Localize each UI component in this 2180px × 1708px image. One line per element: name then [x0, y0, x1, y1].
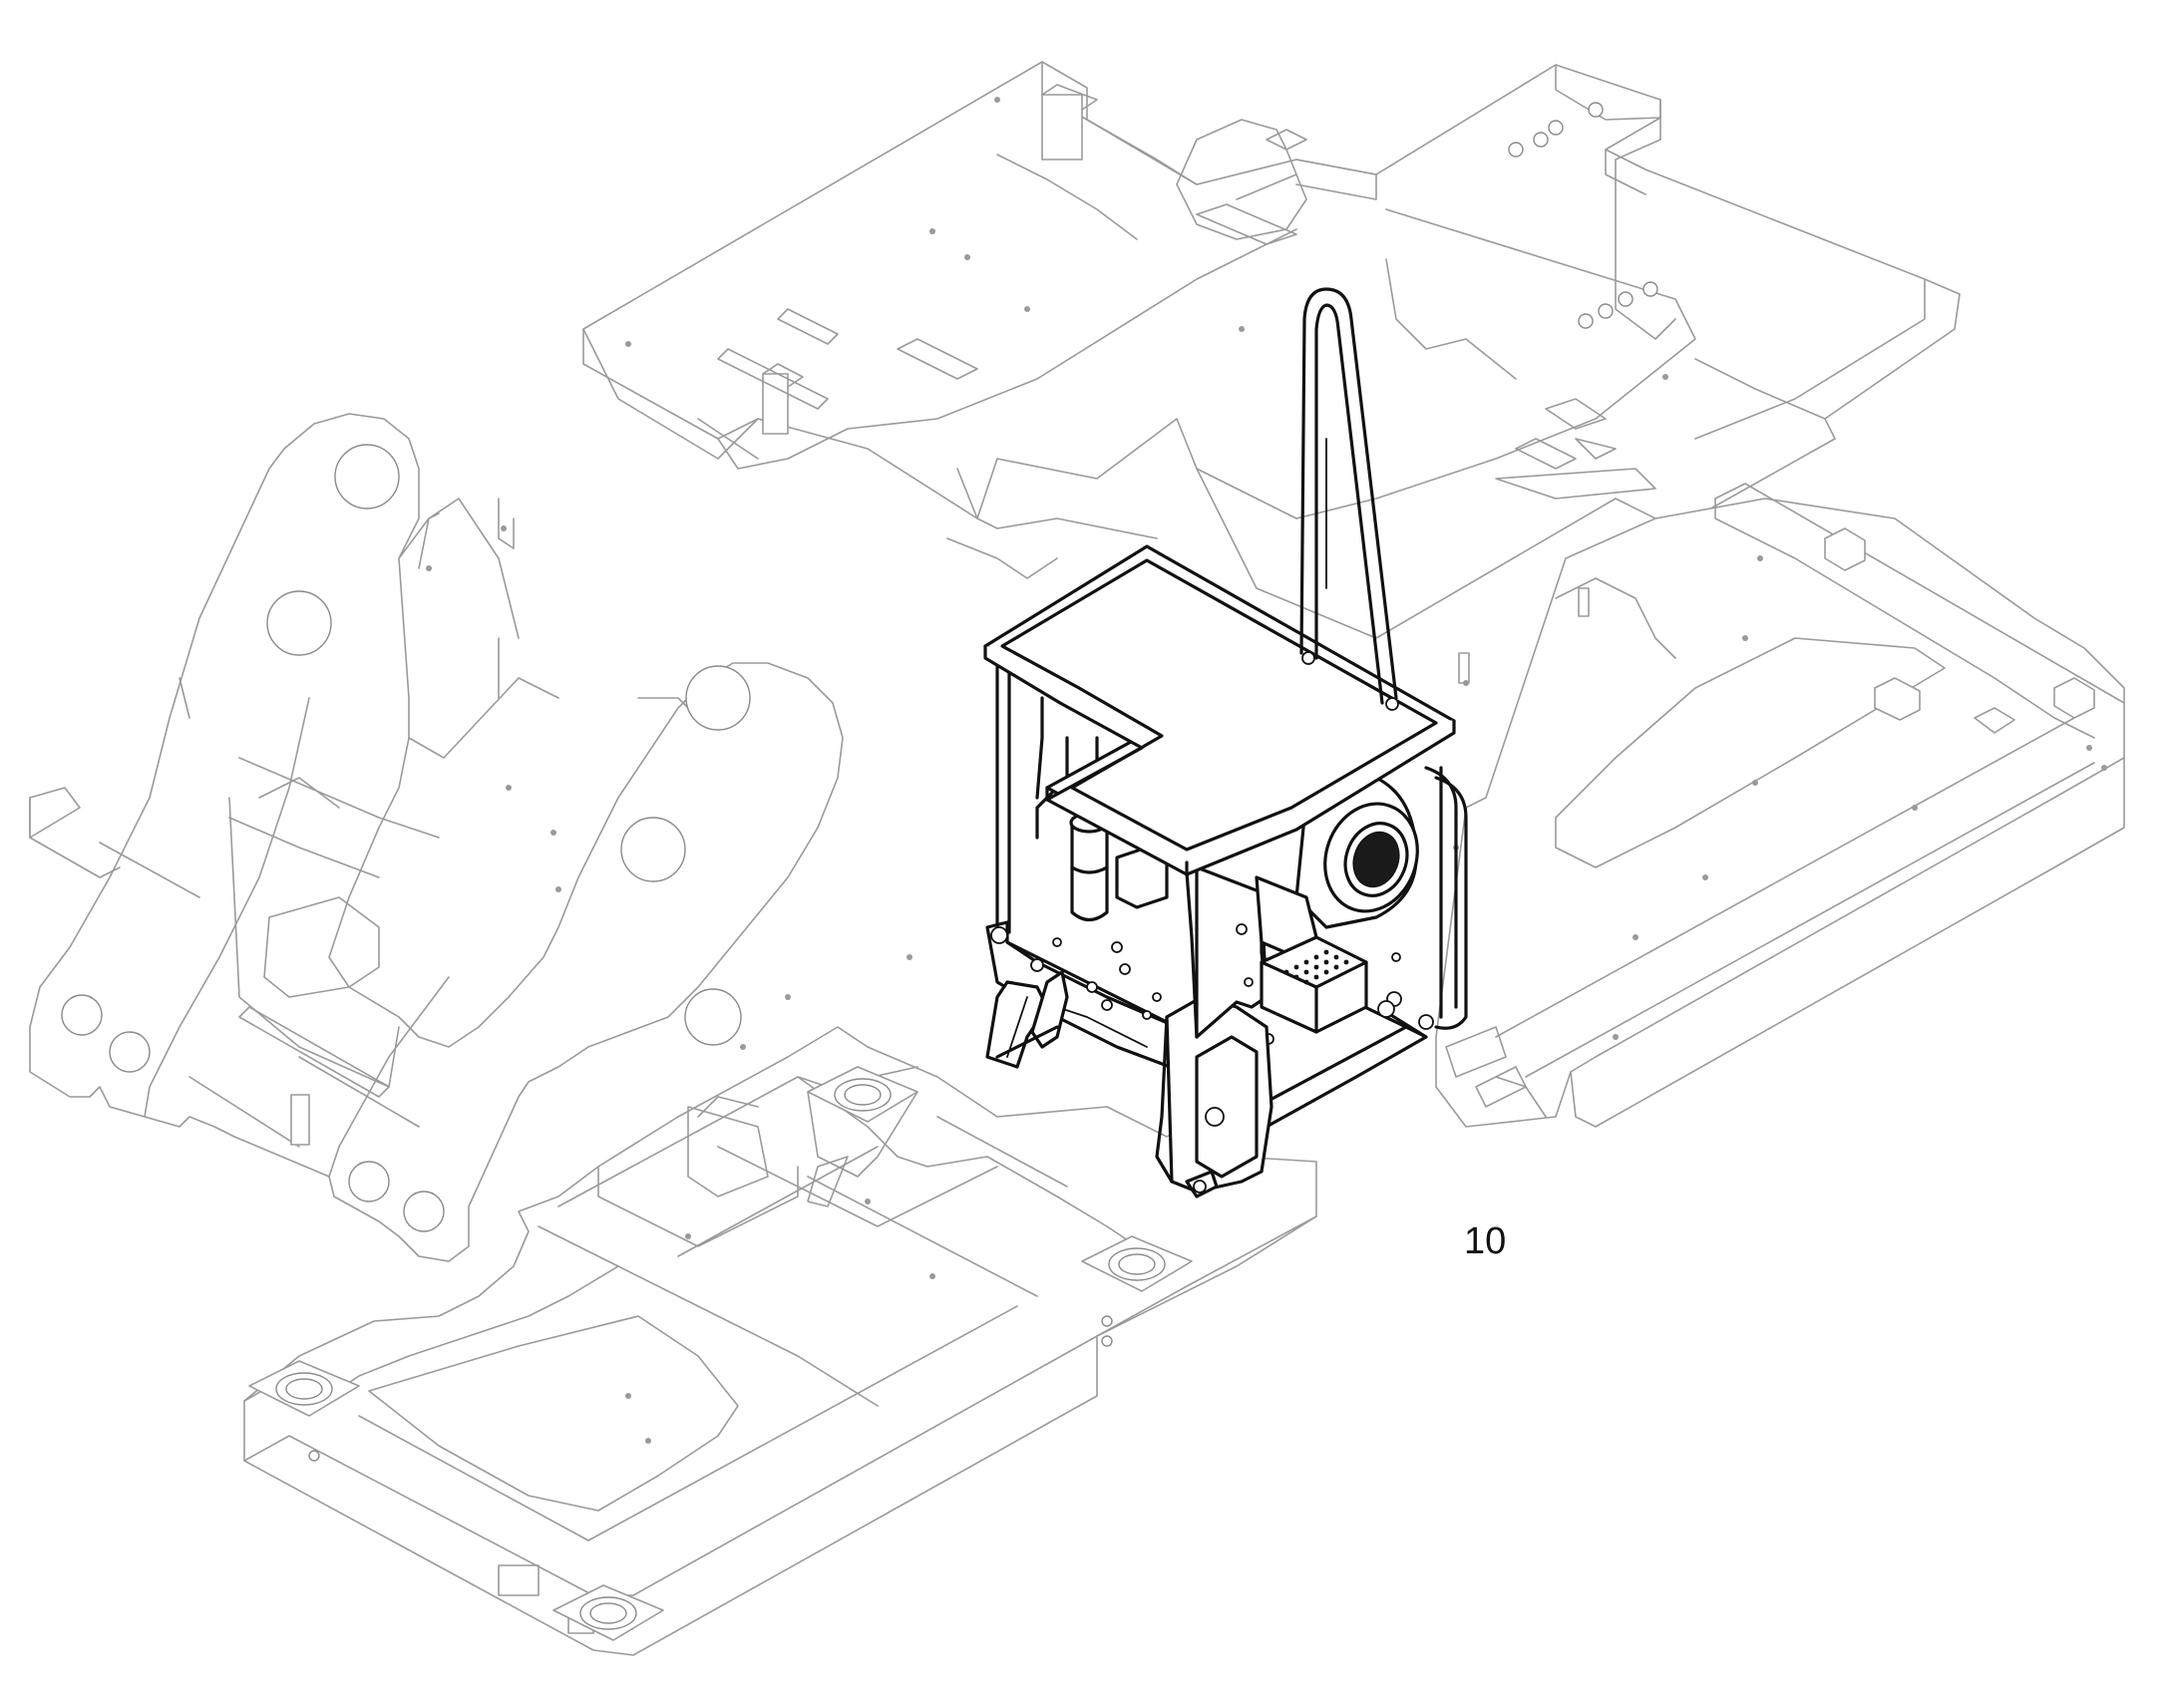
mounting-pads — [248, 1066, 1193, 1641]
guard-rail-frame — [990, 656, 1468, 1039]
rear-frame-upper — [582, 61, 1961, 639]
callout-label-10: 10 — [1464, 1220, 1507, 1262]
bracket — [1041, 94, 1083, 161]
boom-mount-bracket — [29, 413, 912, 1262]
chassis-frame-context — [29, 61, 2125, 1656]
right-side-frame — [1435, 483, 2125, 1128]
highlighted-assembly-item-10 — [983, 287, 1468, 1198]
top-platform — [983, 544, 1456, 876]
front-chassis-frame — [243, 1026, 1317, 1656]
perforated-box — [1260, 935, 1368, 1034]
grab-handle — [1299, 287, 1399, 711]
